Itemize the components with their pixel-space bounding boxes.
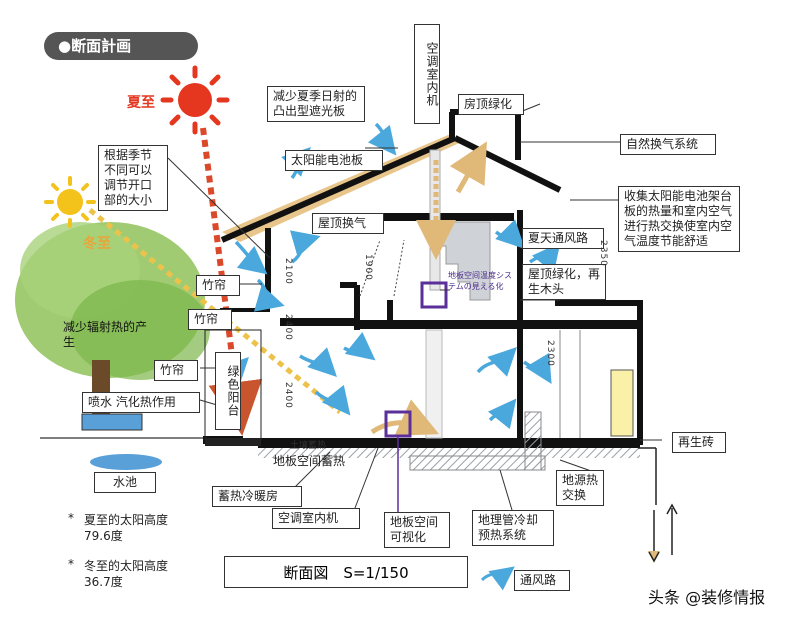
floor-heat-storage-label: 地板空间蓄热 (273, 454, 346, 468)
ground-floor-slab (258, 438, 640, 448)
warm-air-flow (370, 141, 487, 436)
solar-heat-collect-label: 收集太阳能电池架台板的热量和室内空气进行热交换使室内空气温度节能舒适 (618, 186, 740, 252)
airway-legend-icon (480, 566, 515, 591)
roof-green-wood-label: 屋顶绿化，再生木头 (522, 264, 606, 300)
spray-basin (81, 413, 143, 431)
recycled-brick-label: 再生砖 (672, 432, 726, 453)
soil-heat-label: 土壤蓄热 (290, 441, 327, 451)
dim-1: 2100 (283, 258, 293, 285)
geothermal-pipes (638, 447, 678, 563)
geo-cooling-label: 地理管冷却预热系统 (472, 510, 554, 546)
pool-label: 水池 (94, 472, 156, 493)
heat-storage-room-label: 蓄热冷暖房 (212, 486, 302, 507)
purple-marker-upper (420, 281, 448, 309)
spray-water-label: 喷水 汽化热作用 (82, 392, 200, 413)
reduce-summer-sun-label: 减少夏季日射的凸出型遮光板 (267, 86, 365, 122)
winter-altitude-value: 36.7度 (84, 575, 123, 589)
winter-solstice-label: 冬至 (83, 236, 111, 252)
bullet-winter: * (68, 557, 74, 571)
bamboo-blind-label-3: 竹帘 (154, 360, 198, 381)
summer-sun-icon (160, 65, 230, 135)
dim-6: 2350 (598, 240, 608, 267)
right-window (610, 369, 634, 437)
winter-altitude-label: 冬至的太阳高度 36.7度 (84, 558, 168, 590)
airway-legend-label: 通风路 (514, 570, 570, 591)
roof-green-top-label: 房顶绿化 (458, 94, 524, 115)
reduce-radiation-label: 减少辐射热的产生 (63, 320, 148, 349)
floor-visual-label: 地板空间可视化 (384, 512, 450, 548)
green-balcony-label: 绿色阳台 (215, 352, 241, 430)
tree (15, 222, 210, 420)
winter-altitude-caption: 冬至的太阳高度 (84, 559, 169, 573)
natural-vent-label: 自然换气系统 (620, 134, 716, 155)
winter-sun-ray (88, 208, 342, 414)
bamboo-blind-label-2: 竹帘 (188, 309, 232, 330)
roof-vent-label: 屋顶换气 (312, 213, 384, 234)
underfloor-hatch (258, 448, 640, 458)
dim-4: 1900 (363, 254, 373, 281)
dim-2: 2400 (283, 314, 293, 341)
ac-indoor-label: 空调室内机 (272, 508, 360, 529)
watermark: 头条 @装修情报 (648, 588, 766, 607)
seasonal-opening-label: 根据季节不同可以调节开口部的大小 (98, 145, 168, 211)
summer-altitude-caption: 夏至的太阳高度 (84, 513, 169, 527)
scale-caption: 断面図 S=1/150 (224, 556, 468, 588)
geothermal-exchange-label: 地源热交换 (556, 470, 604, 506)
dim-5: 2300 (545, 340, 555, 367)
purple-note-label: 地板空间温度システムの見える化 (448, 271, 512, 291)
second-floor-slab (360, 320, 642, 329)
pool-water (90, 454, 162, 470)
bullet-summer: * (68, 511, 74, 525)
ac-indoor-vertical-label: 空调室内机 (414, 24, 440, 124)
summer-altitude-label: 夏至的太阳高度 79.6度 (84, 512, 168, 544)
dim-3: 2400 (283, 382, 293, 409)
summer-solstice-label: 夏至 (127, 95, 155, 111)
summer-airway-label: 夏天通风路 (522, 228, 604, 249)
summer-altitude-value: 79.6度 (84, 529, 123, 543)
section-title: ●断面計画 (44, 32, 198, 60)
solar-panel-label: 太阳能电池板 (285, 150, 383, 171)
winter-sun-icon (44, 176, 96, 228)
bamboo-blind-label-1: 竹帘 (196, 275, 240, 296)
